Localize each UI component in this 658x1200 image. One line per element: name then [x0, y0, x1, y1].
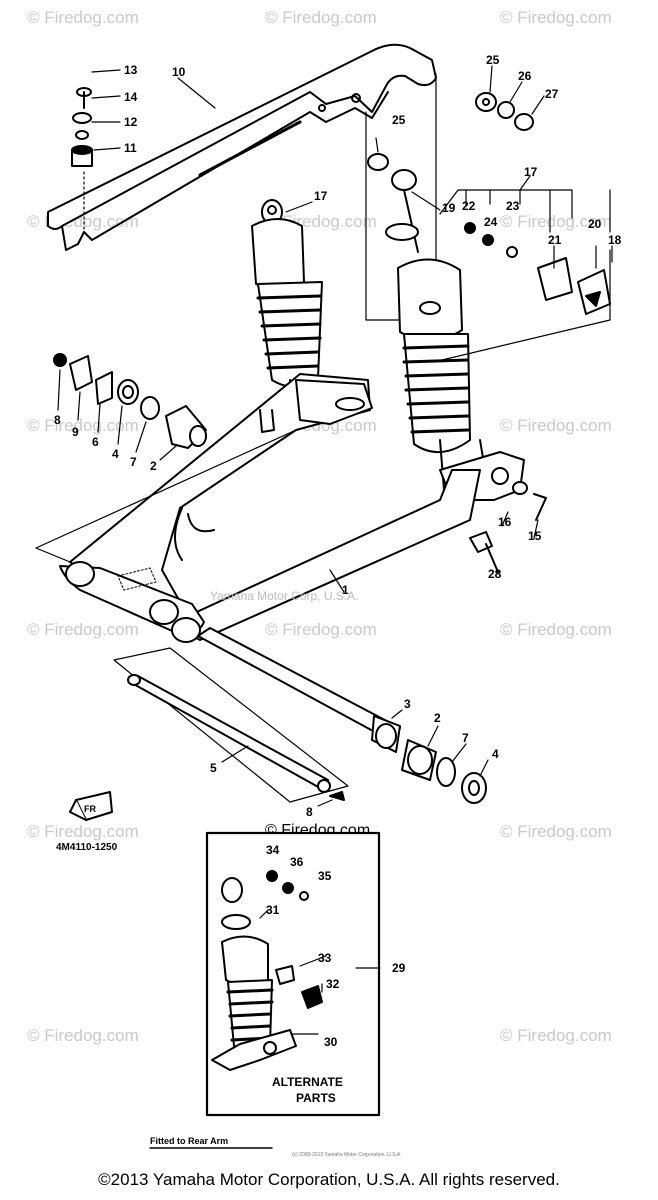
callout: 3 — [404, 697, 411, 711]
callout: 8 — [54, 413, 61, 427]
callout: 27 — [545, 87, 559, 101]
callout: 12 — [124, 115, 138, 129]
callout: 25 — [392, 113, 406, 127]
callout: 29 — [392, 961, 406, 975]
watermark: © Firedog.com — [500, 1026, 612, 1045]
watermark: © Firedog.com — [27, 620, 139, 639]
watermark: © Firedog.com — [27, 416, 139, 435]
left-shock-absorber — [251, 199, 323, 415]
callout: 34 — [266, 843, 280, 857]
callout: 5 — [210, 761, 217, 775]
watermark: © Firedog.com — [500, 212, 612, 231]
right-shock-absorber — [367, 137, 525, 501]
callout: 15 — [528, 529, 542, 543]
callout: 7 — [130, 455, 137, 469]
shock-small-parts — [439, 175, 613, 361]
callout: 2 — [434, 711, 441, 725]
callout: 36 — [290, 855, 304, 869]
callout: 4 — [492, 747, 499, 761]
callout: 8 — [306, 805, 313, 819]
watermark: © Firedog.com — [27, 8, 139, 27]
callout: 35 — [318, 869, 332, 883]
callout: 33 — [318, 951, 332, 965]
watermark: © Firedog.com — [500, 620, 612, 639]
callout: 4 — [112, 447, 119, 461]
copyright-footer: ©2013 Yamaha Motor Corporation, U.S.A. A… — [98, 1170, 560, 1189]
callout: 13 — [124, 63, 138, 77]
callout: 1 — [342, 583, 349, 597]
callout: 16 — [498, 515, 512, 529]
pivot-shaft-assembly — [113, 627, 489, 807]
callout: 28 — [488, 567, 502, 581]
upper-washer-set — [365, 65, 545, 321]
callout: 25 — [486, 53, 500, 67]
rear-swing-arm — [35, 373, 481, 643]
callout: 17 — [314, 189, 328, 203]
left-pivot-hardware — [53, 353, 207, 461]
callout: 23 — [506, 199, 520, 213]
tiny-copyright-note: (c) 2000-2013 Yamaha Motor Corporation, … — [292, 1152, 402, 1158]
callout: 6 — [92, 435, 99, 449]
callout: 22 — [462, 199, 476, 213]
front-direction-tag — [69, 791, 113, 821]
callout: 14 — [124, 90, 138, 104]
alternate-parts-label-line1: ALTERNATE — [272, 1075, 343, 1089]
callout: 18 — [608, 233, 622, 247]
alternate-parts-box — [205, 831, 381, 1117]
callout: 21 — [548, 233, 562, 247]
corp-watermark: Yamaha Motor Corp, U.S.A. — [210, 589, 359, 603]
callout: 32 — [326, 977, 340, 991]
callout: 17 — [524, 165, 538, 179]
watermark: © Firedog.com — [27, 822, 139, 841]
callout: 24 — [484, 215, 498, 229]
callout-labels: 13 14 12 11 10 25 26 27 25 17 17 19 22 2… — [54, 53, 622, 1049]
callout: 19 — [442, 201, 456, 215]
watermark: © Firedog.com — [265, 8, 377, 27]
callout: 30 — [324, 1035, 338, 1049]
watermark: © Firedog.com — [500, 822, 612, 841]
alternate-parts-label-line2: PARTS — [296, 1091, 336, 1105]
watermark: © Firedog.com — [27, 1026, 139, 1045]
watermark: © Firedog.com — [500, 416, 612, 435]
watermark: © Firedog.com — [500, 8, 612, 27]
diagram-part-code: 4M4110-1250 — [56, 842, 118, 853]
callout: 7 — [462, 731, 469, 745]
chain-case — [47, 43, 437, 251]
front-tag-label: FR — [84, 804, 96, 814]
callout: 31 — [266, 903, 280, 917]
callout: 9 — [72, 425, 79, 439]
callout: 20 — [588, 217, 602, 231]
fitted-note: Fitted to Rear Arm — [150, 1136, 228, 1146]
watermark: © Firedog.com — [265, 620, 377, 639]
chain-case-fastener-stack — [71, 69, 216, 231]
callout: 26 — [518, 69, 532, 83]
callout: 10 — [172, 65, 186, 79]
shock-mount-bolts — [469, 481, 547, 573]
callout: 2 — [150, 459, 157, 473]
callout: 11 — [124, 141, 137, 155]
